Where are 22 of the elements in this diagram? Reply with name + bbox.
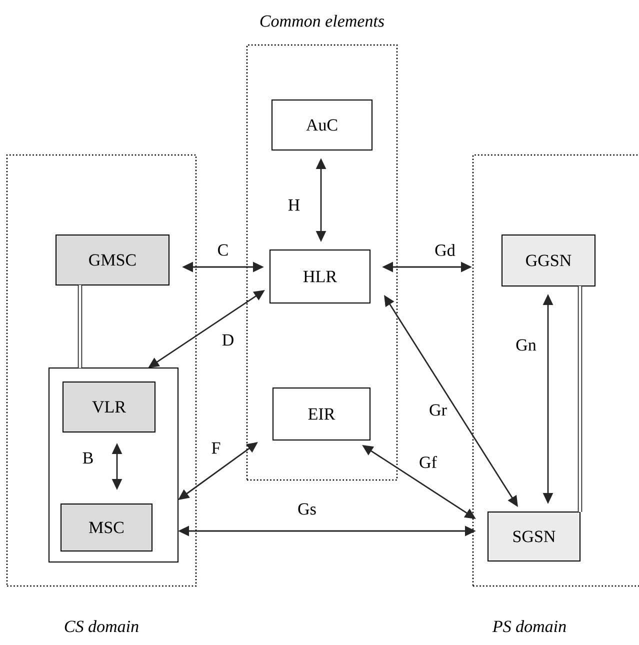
edge-label: C	[216, 243, 230, 257]
network-element-box: HLR	[270, 250, 370, 304]
network-element-box: SGSN	[488, 512, 580, 562]
edge-label: Gr	[428, 403, 448, 417]
edge-label: Gf	[418, 454, 438, 470]
network-element-box: EIR	[272, 388, 370, 440]
network-element-box: VLR	[62, 382, 156, 432]
node-label: Common elements	[260, 14, 384, 27]
edge-label: Gs	[296, 502, 318, 516]
edge-label: H	[286, 198, 302, 212]
edge-label: D	[220, 333, 236, 347]
connector-line	[578, 286, 582, 512]
edge-label: Gn	[514, 338, 538, 352]
network-element-box: GMSC	[56, 234, 170, 286]
node-label: CS domain	[64, 620, 138, 632]
edge-label: Gd	[434, 243, 456, 257]
edge-label: F	[210, 441, 222, 455]
connector-line	[78, 285, 82, 368]
network-element-box: MSC	[60, 504, 152, 552]
node-label: PS domain	[492, 620, 566, 632]
network-element-box: GGSN	[502, 234, 596, 286]
network-element-box: AuC	[272, 100, 372, 150]
